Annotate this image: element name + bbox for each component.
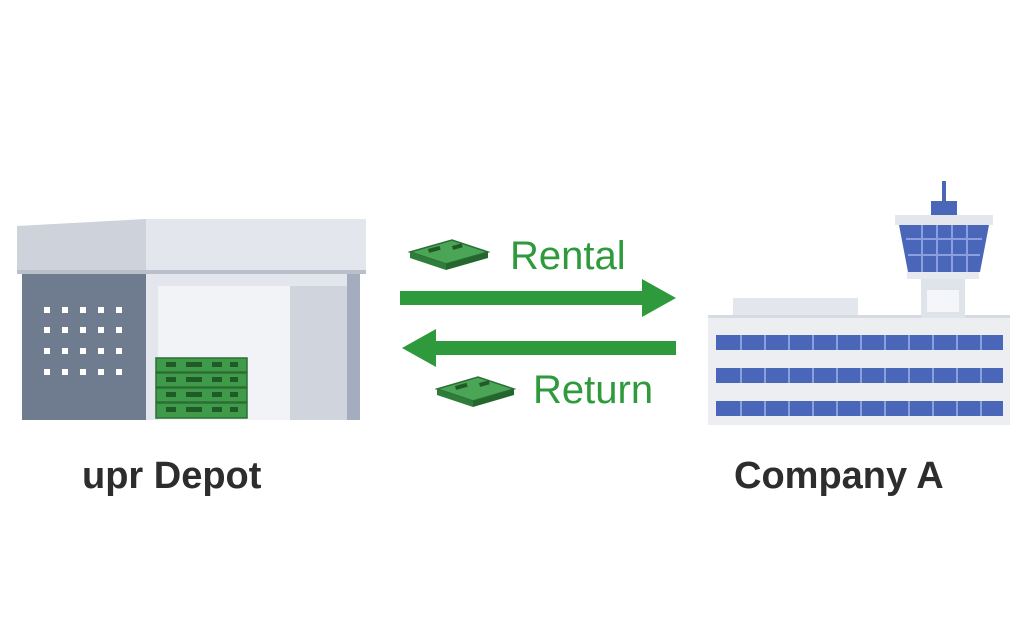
rental-pallet-icon (407, 239, 491, 270)
rental-arrow (400, 279, 676, 317)
company-label: Company A (734, 455, 944, 497)
pallet-stack-icon (155, 357, 248, 419)
return-label: Return (533, 368, 654, 412)
return-pallet-icon (434, 376, 517, 407)
airport-terminal-icon (708, 181, 1010, 425)
terminal-windows (716, 335, 1003, 416)
warehouse-icon (17, 219, 366, 420)
control-tower-icon (895, 181, 993, 318)
depot-label: upr Depot (82, 455, 262, 497)
return-arrow (402, 329, 676, 367)
rental-label: Rental (510, 234, 626, 278)
warehouse-windows (44, 307, 122, 375)
